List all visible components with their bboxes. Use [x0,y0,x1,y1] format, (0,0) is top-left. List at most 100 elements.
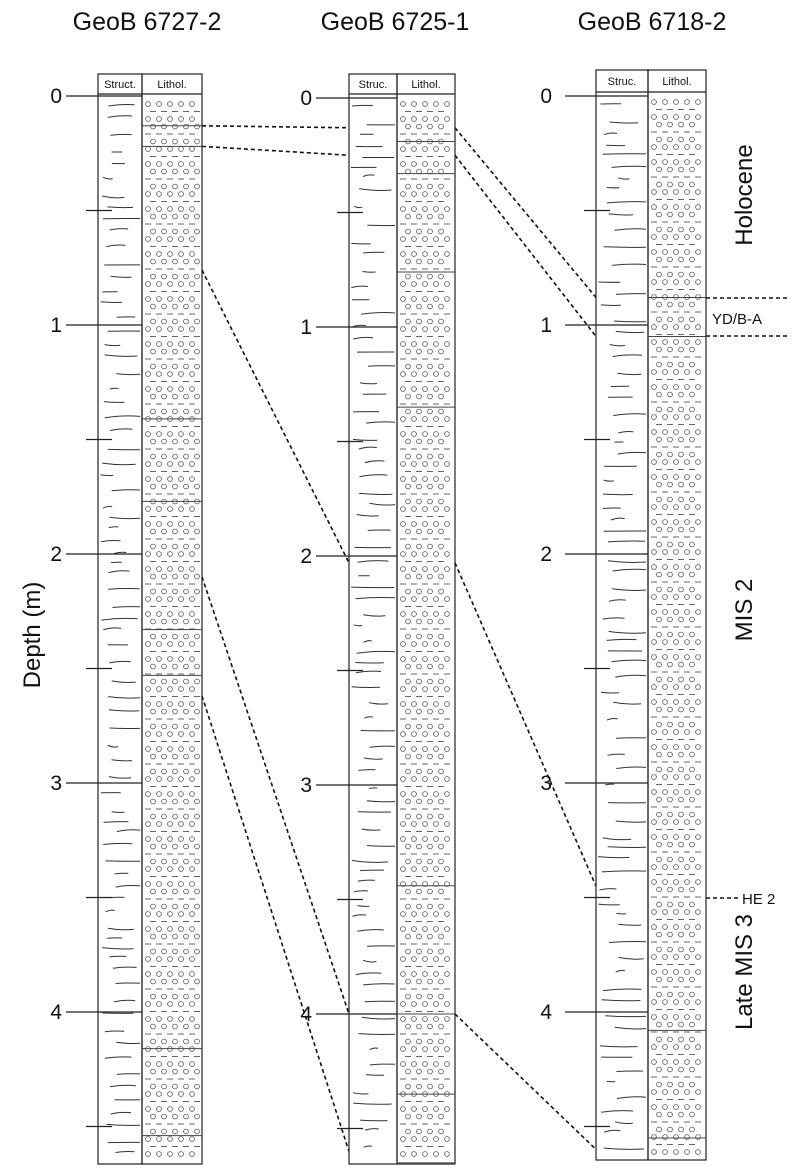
lith-grain [668,272,673,277]
lith-grain [439,724,444,729]
lith-grain [412,1017,417,1022]
structure-stroke [601,692,619,693]
structure-stroke [611,660,646,662]
lith-grain [439,904,444,909]
lith-grain [184,124,189,129]
structure-stroke [365,717,374,718]
lith-grain [151,619,156,624]
lith-grain [168,927,173,932]
lith-grain [685,235,690,240]
lith-grain [151,904,156,909]
lith-grain [434,1152,439,1157]
lith-grain [445,792,450,797]
lith-grain [412,342,417,347]
lith-grain [157,522,162,527]
lith-grain [428,124,433,129]
lith-grain [428,994,433,999]
lith-grain [696,1135,701,1140]
structure-stroke [615,1122,633,1124]
lith-grain [157,867,162,872]
lith-grain [173,1039,178,1044]
lith-grain [184,184,189,189]
lith-grain [195,259,200,264]
lith-grain [652,970,657,975]
structure-stroke [367,801,395,802]
lith-grain [179,1092,184,1097]
lith-grain [663,1060,668,1065]
lith-grain [190,567,195,572]
lith-grain [657,122,662,127]
lith-grain [663,775,668,780]
lith-grain [173,949,178,954]
lith-grain [423,147,428,152]
lith-grain [151,394,156,399]
structure-stroke [613,569,646,571]
lith-grain [696,1045,701,1050]
lith-grain [146,912,151,917]
lith-grain [685,250,690,255]
lith-grain [168,1152,173,1157]
lith-grain [668,407,673,412]
structure-stroke [103,628,121,630]
lith-grain [423,117,428,122]
lith-grain [696,955,701,960]
lith-grain [406,364,411,369]
lith-grain [401,342,406,347]
core-title-6718: GeoB 6718-2 [578,8,727,36]
structure-stroke [359,493,392,494]
lith-grain [428,889,433,894]
lith-grain [439,544,444,549]
lith-grain [146,867,151,872]
lith-grain [195,229,200,234]
correlation-line [202,696,349,1151]
lith-grain [679,122,684,127]
lith-grain [663,325,668,330]
lith-grain [674,1045,679,1050]
depth-tick-label: 0 [50,85,62,108]
structure-stroke [604,480,614,481]
lith-grain [663,1090,668,1095]
lith-grain [690,482,695,487]
lith-grain [696,610,701,615]
lith-grain [162,859,167,864]
lith-grain [168,462,173,467]
lith-grain [657,407,662,412]
lith-grain [434,657,439,662]
lith-grain [162,634,167,639]
lith-grain [657,482,662,487]
lith-grain [674,1060,679,1065]
lith-grain [685,745,690,750]
lith-grain [406,634,411,639]
lith-grain [401,237,406,242]
lith-grain [657,797,662,802]
lith-grain [401,1002,406,1007]
lith-grain [190,882,195,887]
lith-grain [685,280,690,285]
lith-grain [162,304,167,309]
lith-grain [685,700,690,705]
lith-grain [652,820,657,825]
structure-stroke [602,871,646,872]
lith-grain [179,207,184,212]
lith-grain [685,640,690,645]
struct-header: Struct. [104,79,136,91]
lith-grain [674,280,679,285]
lith-grain [428,499,433,504]
lith-grain [663,595,668,600]
lith-grain [151,529,156,534]
lith-grain [663,205,668,210]
structure-stroke [357,930,383,932]
lith-grain [423,297,428,302]
structure-stroke [613,414,646,416]
lith-grain [668,767,673,772]
lith-grain [168,642,173,647]
lith-grain [674,325,679,330]
lith-grain [195,304,200,309]
lith-grain [162,679,167,684]
lith-grain [423,192,428,197]
lith-grain [679,527,684,532]
lith-grain [690,497,695,502]
lith-grain [674,1135,679,1140]
lith-grain [652,115,657,120]
lith-grain [652,145,657,150]
